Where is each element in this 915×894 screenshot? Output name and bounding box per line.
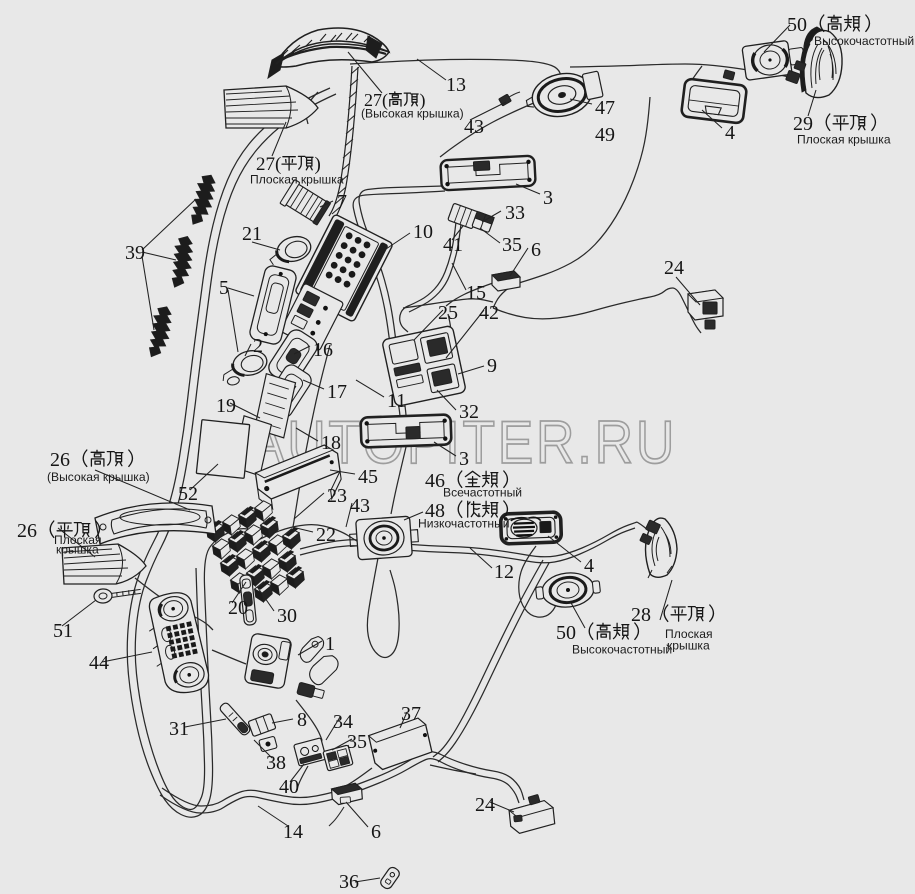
svg-text:30: 30 <box>277 605 297 627</box>
svg-text:19: 19 <box>216 395 236 417</box>
svg-text:11: 11 <box>387 390 406 412</box>
svg-text:8: 8 <box>297 709 307 731</box>
svg-text:50: 50 <box>556 622 576 644</box>
svg-text:52: 52 <box>178 483 198 505</box>
svg-text:5: 5 <box>219 277 229 299</box>
svg-text:24: 24 <box>664 257 684 279</box>
svg-text:40: 40 <box>279 776 299 798</box>
svg-text:22: 22 <box>316 524 336 546</box>
svg-text:37: 37 <box>401 703 421 725</box>
svg-text:25: 25 <box>438 302 458 324</box>
svg-text:26: 26 <box>17 520 37 542</box>
svg-text:36: 36 <box>339 871 359 893</box>
svg-text:4: 4 <box>725 122 735 144</box>
svg-text:10: 10 <box>413 221 433 243</box>
svg-text:14: 14 <box>283 821 303 843</box>
svg-text:23: 23 <box>327 485 347 507</box>
svg-text:Плоская крышка: Плоская крышка <box>797 133 891 147</box>
svg-text:41: 41 <box>443 234 463 256</box>
svg-text:крышка: крышка <box>56 543 99 557</box>
svg-text:Высокочастотный: Высокочастотный <box>572 643 672 657</box>
svg-text:12: 12 <box>494 561 514 583</box>
svg-text:16: 16 <box>313 339 333 361</box>
svg-text:(Высокая крышка): (Высокая крышка) <box>361 107 464 121</box>
svg-text:47: 47 <box>595 97 615 119</box>
svg-text:29: 29 <box>793 113 813 135</box>
svg-text:13: 13 <box>446 74 466 96</box>
svg-text:27(: 27( <box>256 154 281 175</box>
svg-text:27(: 27( <box>364 90 388 111</box>
svg-text:50: 50 <box>787 14 807 36</box>
svg-text:45: 45 <box>358 466 378 488</box>
svg-text:24: 24 <box>475 794 495 816</box>
svg-text:9: 9 <box>487 355 497 377</box>
svg-text:44: 44 <box>89 652 109 674</box>
svg-text:43: 43 <box>350 495 370 517</box>
svg-text:2: 2 <box>253 335 263 357</box>
svg-text:крышка: крышка <box>667 639 710 653</box>
svg-text:26: 26 <box>50 449 70 471</box>
svg-text:35: 35 <box>502 234 522 256</box>
svg-text:17: 17 <box>327 381 347 403</box>
svg-text:Всечастотный: Всечастотный <box>443 486 522 500</box>
svg-text:48: 48 <box>425 500 445 522</box>
svg-text:Высокочастотный: Высокочастотный <box>814 34 914 48</box>
svg-text:3: 3 <box>459 448 469 470</box>
svg-text:46: 46 <box>425 470 445 492</box>
svg-text:Плоская: Плоская <box>665 627 713 641</box>
svg-text:): ) <box>315 154 321 175</box>
svg-text:49: 49 <box>595 124 615 146</box>
svg-text:34: 34 <box>333 711 353 733</box>
svg-text:42: 42 <box>479 302 499 324</box>
svg-text:Плоская: Плоская <box>54 533 102 547</box>
svg-text:28: 28 <box>631 604 651 626</box>
svg-text:7: 7 <box>337 191 347 213</box>
svg-text:31: 31 <box>169 718 189 740</box>
svg-text:4: 4 <box>584 555 594 577</box>
svg-text:15: 15 <box>466 282 486 304</box>
svg-text:33: 33 <box>505 202 525 224</box>
svg-text:Низкочастотный: Низкочастотный <box>418 517 510 531</box>
svg-text:39: 39 <box>125 242 145 264</box>
svg-text:20: 20 <box>228 597 248 619</box>
svg-text:): ) <box>420 90 426 111</box>
svg-text:51: 51 <box>53 620 73 642</box>
svg-text:18: 18 <box>321 432 341 454</box>
svg-text:21: 21 <box>242 223 262 245</box>
svg-text:32: 32 <box>459 401 479 423</box>
svg-text:6: 6 <box>371 821 381 843</box>
svg-text:Плоская крышка: Плоская крышка <box>250 173 344 187</box>
svg-text:38: 38 <box>266 752 286 774</box>
svg-text:1: 1 <box>325 633 335 655</box>
svg-text:6: 6 <box>531 239 541 261</box>
svg-text:3: 3 <box>543 187 553 209</box>
svg-text:35: 35 <box>347 731 367 753</box>
svg-text:(Высокая крышка): (Высокая крышка) <box>47 470 150 484</box>
svg-text:43: 43 <box>464 116 484 138</box>
